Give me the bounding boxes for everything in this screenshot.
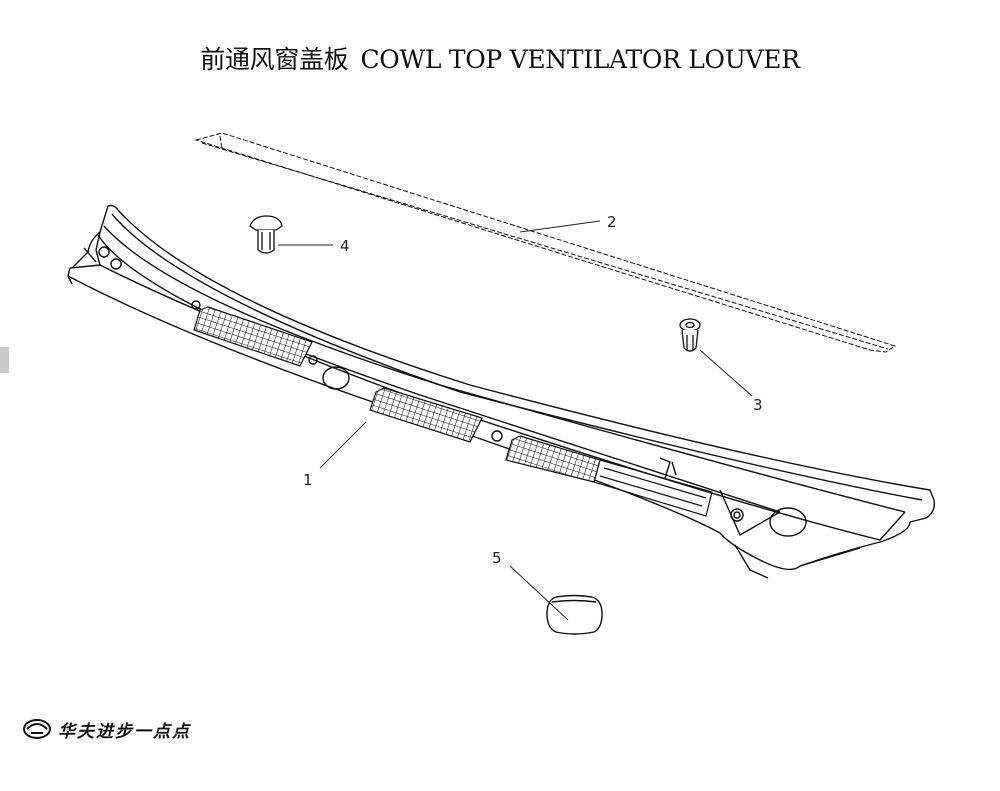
title-chinese: 前通风窗盖板	[200, 45, 349, 74]
callout-number-4: 4	[340, 237, 350, 255]
callout-number-2: 2	[607, 213, 617, 231]
leader-line-5	[509, 565, 569, 621]
cap-part	[546, 594, 603, 635]
leader-line-2	[519, 220, 601, 233]
brand-emblem-icon	[23, 719, 51, 739]
title-english: COWL TOP VENTILATOR LOUVER	[360, 45, 800, 74]
retainer-part	[249, 215, 283, 254]
leader-lines	[278, 220, 753, 621]
brand-name: 华夫进步一点点	[58, 721, 191, 742]
callout-number-3: 3	[753, 396, 763, 414]
footer-brand: 华夫进步一点点	[22, 714, 191, 744]
page-title: 前通风窗盖板 COWL TOP VENTILATOR LOUVER	[0, 40, 1000, 76]
leader-line-3	[699, 349, 753, 397]
callout-number-5: 5	[492, 549, 502, 567]
cowl-panel-part	[67, 204, 936, 579]
clip-part	[679, 318, 701, 352]
panel-vent-grills	[193, 306, 713, 517]
leader-line-1	[319, 421, 367, 469]
page-edge-tab	[0, 347, 9, 373]
callout-number-1: 1	[303, 471, 313, 489]
seal-strip-part	[194, 132, 897, 353]
